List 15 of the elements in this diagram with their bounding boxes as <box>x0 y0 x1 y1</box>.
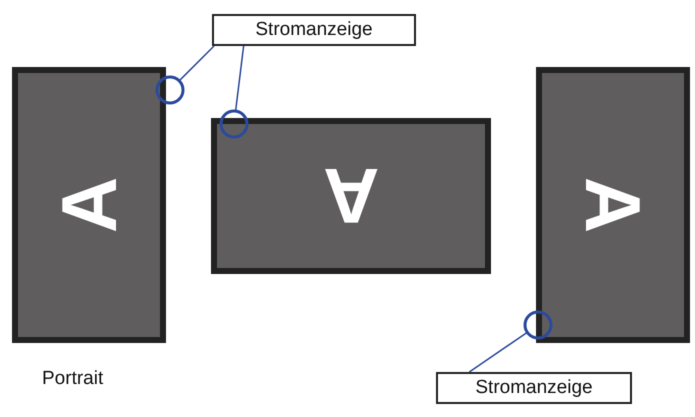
indicator-circle <box>220 110 248 138</box>
callout-label: Stromanzeige <box>212 14 416 46</box>
orientation-label: Portrait <box>42 368 104 390</box>
screen-letter: A <box>322 157 380 235</box>
monitor-screen <box>211 118 491 274</box>
monitor-screen <box>12 67 166 343</box>
indicator-circle <box>156 76 184 104</box>
leader-line <box>178 45 215 82</box>
leader-line <box>468 332 528 373</box>
monitor-screen <box>536 67 690 343</box>
screen-letter: A <box>50 176 128 234</box>
leader-line <box>234 46 244 112</box>
indicator-circle <box>524 310 552 340</box>
callout-label: Stromanzeige <box>436 372 632 404</box>
screen-letter: A <box>574 176 652 234</box>
